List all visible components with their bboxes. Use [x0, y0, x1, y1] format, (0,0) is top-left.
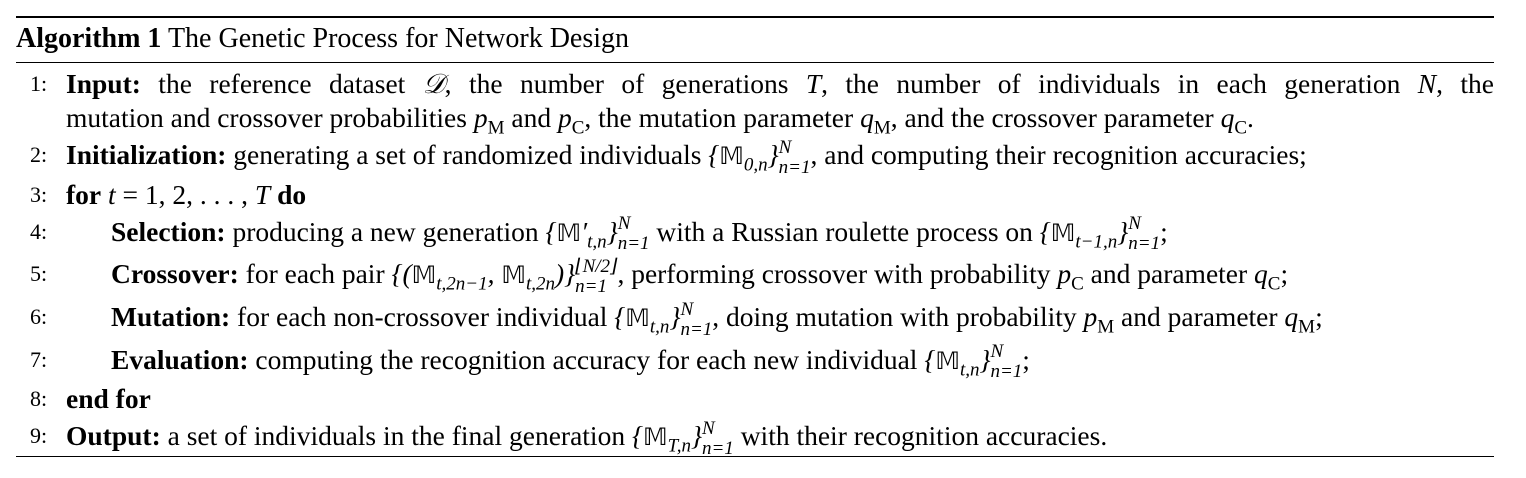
math-pair-set: {(𝕄t,2n−1, 𝕄t,2n)}⌊N/2⌋n=1	[391, 256, 618, 298]
keyword-end-for: end for	[66, 383, 151, 415]
line-text: and parameter	[1114, 301, 1285, 333]
keyword-selection: Selection:	[111, 215, 226, 247]
keyword-crossover: Crossover:	[111, 258, 239, 290]
keyword-do: do	[277, 178, 307, 210]
line-text: for each pair	[238, 258, 392, 290]
line-number: 3:	[30, 181, 48, 207]
line-text: for each non-crossover individual	[230, 301, 615, 333]
math-N: N	[1417, 68, 1437, 99]
algo-line-1: 1: Input: the reference dataset 𝒟, the n…	[16, 67, 1494, 101]
line-number: 8:	[30, 386, 48, 412]
line-text: a set of individuals in the final genera…	[160, 420, 632, 452]
line-text: and parameter	[1083, 258, 1255, 290]
algo-line-3: 3: for t = 1, 2, . . . , T do	[16, 178, 1494, 212]
line-number: 4:	[30, 218, 48, 244]
line-number: 7:	[30, 346, 48, 372]
line-text: mutation and crossover probabilities	[66, 102, 474, 133]
line-text: ;	[1022, 343, 1030, 375]
caption-rule	[16, 62, 1494, 63]
algo-line-7: 7: Evaluation: computing the recognition…	[16, 340, 1494, 383]
keyword-evaluation: Evaluation:	[111, 343, 249, 375]
keyword-for: for	[66, 178, 102, 210]
algorithm-caption: Algorithm 1 The Genetic Process for Netw…	[16, 18, 1494, 56]
line-number: 6:	[30, 304, 48, 330]
line-text: computing the recognition accuracy for e…	[248, 343, 925, 375]
algo-line-2: 2: Initialization: generating a set of r…	[16, 135, 1494, 178]
math-pM: pM	[1083, 301, 1115, 338]
top-rule	[16, 16, 1494, 18]
keyword-input: Input:	[66, 68, 141, 99]
algo-line-1-cont: mutation and crossover probabilities pM …	[16, 101, 1494, 139]
line-text: , the	[1436, 68, 1494, 99]
algorithm-box: Algorithm 1 The Genetic Process for Netw…	[16, 16, 1494, 459]
line-text: generating a set of randomized individua…	[226, 139, 709, 170]
algo-line-6: 6: Mutation: for each non-crossover indi…	[16, 297, 1494, 340]
algorithm-body: 1: Input: the reference dataset 𝒟, the n…	[16, 67, 1494, 459]
line-text: ;	[1315, 301, 1323, 333]
math-qM: qM	[1284, 301, 1316, 338]
line-text: , performing crossover with probability	[617, 258, 1058, 290]
keyword-output: Output:	[66, 420, 161, 452]
line-text: the reference dataset	[140, 68, 423, 99]
line-text: , and the crossover parameter	[890, 102, 1221, 133]
algo-line-8: 8: end for	[16, 382, 1494, 416]
caption-title: The Genetic Process for Network Design	[167, 23, 630, 54]
math-qM: qM	[860, 102, 891, 139]
line-text: , the number of individuals in each gene…	[821, 68, 1418, 99]
line-text: , doing mutation with probability	[712, 301, 1084, 333]
math-T: T	[805, 68, 822, 99]
caption-label: Algorithm 1	[16, 23, 162, 54]
math-pC: pC	[557, 102, 585, 139]
math-qC: qC	[1254, 258, 1281, 295]
line-text: , the mutation parameter	[584, 102, 861, 133]
line-text: with their recognition accuracies.	[733, 420, 1108, 452]
line-text: ;	[1280, 258, 1289, 290]
line-number: 5:	[30, 261, 48, 287]
line-text: , the number of generations	[444, 68, 806, 99]
line-text: ;	[1160, 215, 1168, 247]
math-pC: pC	[1057, 258, 1084, 295]
bottom-rule	[16, 456, 1494, 457]
line-number: 2:	[30, 142, 48, 167]
math-dataset: 𝒟	[422, 68, 445, 99]
line-number: 9:	[30, 423, 48, 449]
keyword-mutation: Mutation:	[111, 301, 231, 333]
algo-line-4: 4: Selection: producing a new generation…	[16, 212, 1494, 255]
math-pM: pM	[473, 102, 505, 139]
keyword-initialization: Initialization:	[66, 139, 227, 170]
math-t-range: t = 1, 2, . . . , T	[108, 178, 271, 210]
math-qC: qC	[1220, 102, 1248, 139]
algo-line-9: 9: Output: a set of individuals in the f…	[16, 416, 1494, 459]
line-text: and	[504, 102, 558, 133]
line-number: 1:	[30, 71, 48, 96]
line-text: with a Russian roulette process on	[649, 215, 1040, 247]
algo-line-5: 5: Crossover: for each pair {(𝕄t,2n−1, 𝕄…	[16, 254, 1494, 297]
line-text: .	[1247, 102, 1254, 133]
line-text: , and computing their recognition accura…	[810, 139, 1307, 170]
line-text: producing a new generation	[225, 215, 546, 247]
